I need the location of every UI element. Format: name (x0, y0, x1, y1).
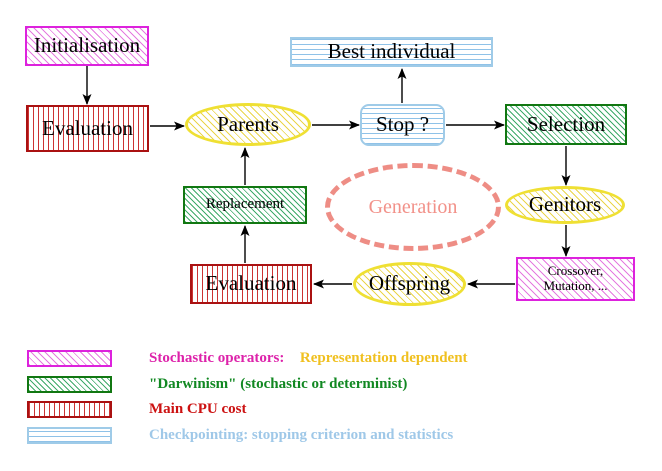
legend-swatch-green-hatch (27, 376, 112, 393)
legend-row-darwinism: "Darwinism" (stochastic or determinist) (27, 376, 407, 393)
node-offspring[interactable]: Offspring (353, 262, 466, 306)
node-parents[interactable]: Parents (185, 103, 311, 146)
legend-swatch-red-hatch (27, 401, 112, 418)
legend-swatch-blue-hatch (27, 427, 112, 444)
legend-label-darwinism: "Darwinism" (stochastic or determinist) (149, 376, 408, 392)
node-best-individual[interactable]: Best individual (290, 37, 493, 67)
legend-row-stochastic-operators: Stochastic operators: Representation dep… (27, 350, 468, 367)
node-genitors[interactable]: Genitors (505, 186, 625, 224)
legend-label-main-cpu-cost: Main CPU cost (149, 401, 247, 417)
legend-row-checkpointing: Checkpointing: stopping criterion and st… (27, 427, 453, 444)
generation-label: Generation (368, 195, 458, 218)
node-crossover-mutation[interactable]: Crossover, Mutation, ... (516, 257, 635, 301)
node-initialisation[interactable]: Initialisation (25, 26, 149, 66)
node-evaluation-top[interactable]: Evaluation (26, 105, 149, 152)
legend-label-stochastic-operators: Stochastic operators: (149, 350, 285, 366)
node-selection[interactable]: Selection (505, 104, 627, 145)
node-stop-decision[interactable]: Stop ? (360, 104, 445, 146)
node-generation-loop: Generation (325, 163, 501, 251)
legend-row-main-cpu-cost: Main CPU cost (27, 401, 247, 418)
legend-label-checkpointing: Checkpointing: stopping criterion and st… (149, 427, 454, 443)
node-evaluation-bottom[interactable]: Evaluation (190, 264, 312, 304)
legend-label-representation-dependent: Representation dependent (292, 350, 468, 366)
node-replacement[interactable]: Replacement (183, 186, 307, 224)
legend-swatch-magenta-hatch (27, 350, 112, 367)
legend: Stochastic operators: Representation dep… (0, 340, 662, 471)
